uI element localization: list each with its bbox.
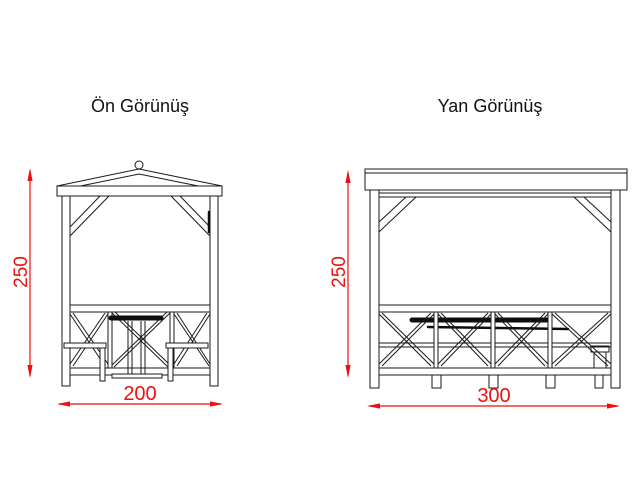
front-view: Ön Görünüş [11, 96, 223, 407]
arrow-down-icon [27, 365, 33, 378]
foot [431, 374, 442, 389]
railing-divider [107, 311, 113, 369]
arrow-right-icon [607, 403, 620, 409]
arrow-up-icon [345, 170, 351, 183]
roof-outer-edge [56, 168, 223, 187]
roof-band [364, 168, 628, 191]
foot [594, 374, 604, 389]
side-posts [369, 189, 621, 389]
front-view-title: Ön Görünüş [91, 96, 189, 116]
front-width-dimension: 200 [57, 383, 223, 407]
bench-seat-right [165, 342, 209, 349]
front-benches [63, 342, 209, 382]
railing-top-rail [378, 304, 612, 313]
arrow-down-icon [345, 365, 351, 378]
front-width-value: 200 [123, 383, 156, 405]
railing-top-rail [69, 304, 211, 313]
arrow-up-icon [27, 168, 33, 181]
roof-fascia [56, 185, 223, 197]
roof-finial [134, 160, 144, 170]
post-left [61, 195, 71, 387]
post-left [369, 189, 380, 389]
front-roof [56, 160, 223, 197]
railing-divider [490, 311, 496, 369]
arrow-right-icon [210, 401, 223, 407]
front-height-value: 250 [11, 256, 32, 288]
bench-edge [426, 325, 570, 331]
post-right [610, 189, 621, 389]
foot [545, 374, 556, 389]
foot [488, 374, 499, 389]
side-width-value: 300 [477, 385, 510, 407]
railing-bottom-rail [378, 367, 612, 376]
front-braces [69, 195, 211, 237]
side-view-title: Yan Görünüş [438, 96, 543, 116]
railing-divider [433, 311, 439, 369]
side-braces [378, 196, 612, 233]
side-roof [364, 168, 628, 198]
railing-divider [547, 311, 553, 369]
front-posts [61, 195, 219, 387]
bench-seat-left [63, 342, 107, 349]
table-base [111, 373, 163, 379]
arrow-left-icon [367, 403, 380, 409]
post-right [209, 195, 219, 387]
side-railing [378, 304, 612, 376]
bench-end [590, 345, 610, 353]
bench-leg-right [167, 347, 174, 382]
side-view: Yan Görünüş [329, 96, 628, 409]
side-feet [431, 374, 604, 389]
front-table [108, 315, 164, 379]
side-height-value: 250 [329, 256, 350, 288]
side-height-dimension: 250 [329, 170, 351, 378]
side-width-dimension: 300 [367, 385, 620, 409]
arrow-left-icon [57, 401, 70, 407]
bench-leg-left [99, 347, 106, 382]
front-height-dimension: 250 [11, 168, 33, 378]
roof-inner-edge [60, 173, 219, 191]
